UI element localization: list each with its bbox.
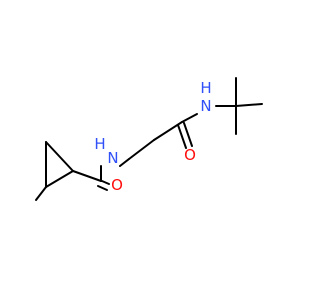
bond-cyclopropyl-bottom: [45, 170, 74, 188]
bond-cyclopropyl-top: [45, 141, 74, 172]
bond-tbutyl-methyl-right: [235, 103, 263, 107]
bond-carbonyl-lower-to-o-lower-1: [101, 180, 110, 185]
bond-carbonyl-upper-to-chain: [153, 121, 183, 141]
bond-carbonyl-upper-to-o-upper-1: [183, 122, 193, 147]
n-tert-butyl-label: N: [200, 97, 211, 115]
n-lower-label: N: [107, 149, 118, 167]
o-lower-label: O: [111, 176, 123, 194]
bond-carbonyl-lower-to-cyclopropyl: [72, 170, 102, 182]
h-lower-label: H: [94, 135, 105, 153]
bond-carbonyl-upper-to-o-upper-2: [177, 124, 187, 149]
molecule-canvas: N H O N H O: [35, 77, 263, 201]
bond-chain-to-n-lower: [119, 158, 130, 167]
molecule-structure: N H O N H O: [35, 77, 263, 201]
bond-cyclopropyl-to-methyl: [35, 186, 47, 201]
bond-carbonyl-lower-to-o-lower-2: [97, 185, 108, 191]
bond-chain-1: [128, 139, 155, 160]
bond-n-upper-to-carbonyl-upper: [181, 113, 198, 123]
o-upper-label: O: [184, 146, 196, 164]
h-tert-butyl-label: H: [200, 79, 211, 97]
